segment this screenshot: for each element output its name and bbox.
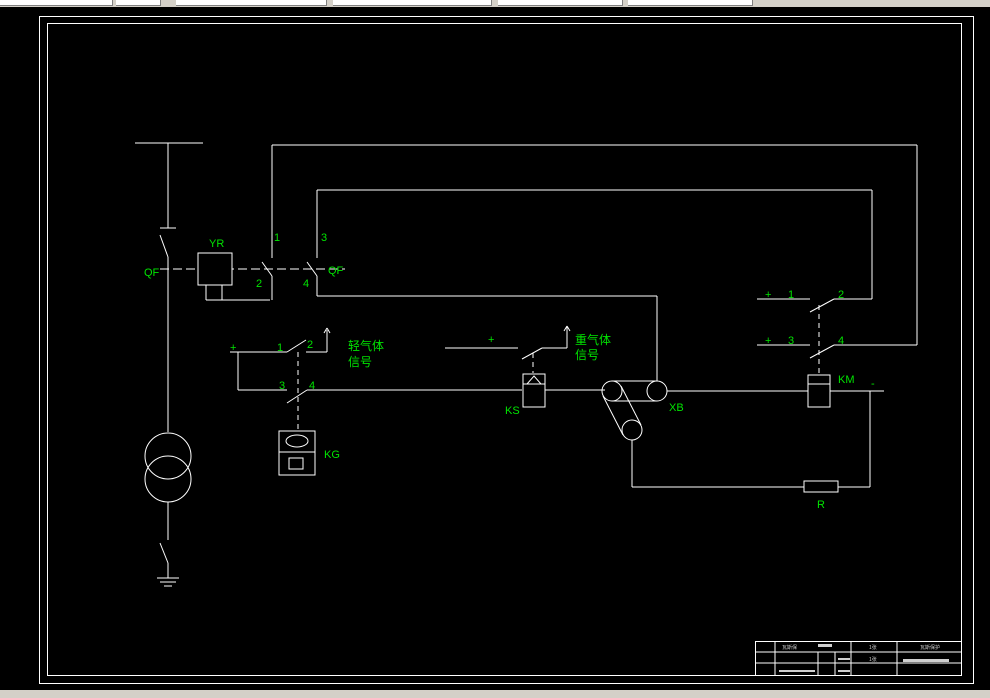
pin-label: 2	[838, 289, 844, 301]
toolbar-field[interactable]	[333, 0, 492, 6]
toolbar-field[interactable]	[176, 0, 327, 6]
pin-label: 3	[788, 335, 794, 347]
pin-label: 2	[307, 339, 313, 351]
heavy-gas-signal-label: 重气体	[575, 332, 611, 347]
pin-label: 1	[277, 342, 283, 354]
heavy-gas-contact	[445, 325, 571, 373]
km-relay	[807, 374, 884, 408]
plus-label: +	[488, 334, 494, 346]
status-strip	[0, 690, 990, 698]
title-block-text: 瓦斯保护	[920, 644, 940, 651]
qf-label: QF	[328, 265, 344, 277]
toolbar-field[interactable]	[0, 0, 113, 6]
pin-label: 4	[309, 380, 315, 392]
primary-circuit	[135, 142, 203, 587]
ks-signal-relay	[522, 373, 605, 408]
pin-label: 4	[838, 335, 844, 347]
kg-gas-relay	[278, 430, 316, 476]
plus-label: +	[230, 342, 236, 354]
inner-border	[47, 23, 962, 676]
r-label: R	[817, 499, 825, 511]
pin-label: 2	[256, 278, 262, 290]
light-gas-contacts	[230, 327, 331, 430]
pin-label: 3	[279, 380, 285, 392]
plus-label: +	[765, 289, 771, 301]
pin-label: 4	[303, 278, 309, 290]
plus-label: +	[765, 335, 771, 347]
toolbar-strip	[0, 0, 990, 7]
heavy-gas-signal-label: 信号	[575, 348, 599, 362]
pin-label: 1	[788, 289, 794, 301]
toolbar-field[interactable]	[628, 0, 753, 6]
top-wires	[272, 144, 918, 345]
transformer-symbol	[144, 432, 192, 503]
pin-label: 1	[274, 232, 280, 244]
toolbar-field[interactable]	[116, 0, 161, 6]
light-gas-signal-label: 信号	[348, 355, 372, 369]
qf-label: QF	[144, 267, 160, 279]
xb-link-strip	[601, 380, 808, 488]
minus-label: -	[871, 378, 875, 390]
title-block	[755, 641, 962, 676]
title-block-text: 1张	[869, 656, 877, 663]
title-block-text: 1张	[869, 644, 877, 651]
km-label: KM	[838, 374, 855, 386]
qf-aux-contacts	[261, 145, 658, 381]
km-contacts	[757, 298, 917, 374]
title-block-marks	[779, 644, 949, 672]
ks-label: KS	[505, 405, 520, 417]
title-block-text: 瓦斯保	[782, 644, 797, 651]
pin-label: 3	[321, 232, 327, 244]
xb-label: XB	[669, 402, 684, 414]
kg-label: KG	[324, 449, 340, 461]
light-gas-signal-label: 轻气体	[348, 338, 384, 353]
yr-coil	[197, 252, 233, 286]
toolbar-field[interactable]	[498, 0, 623, 6]
yr-label: YR	[209, 238, 224, 250]
outer-border	[39, 16, 974, 684]
resistor-r	[803, 480, 839, 493]
